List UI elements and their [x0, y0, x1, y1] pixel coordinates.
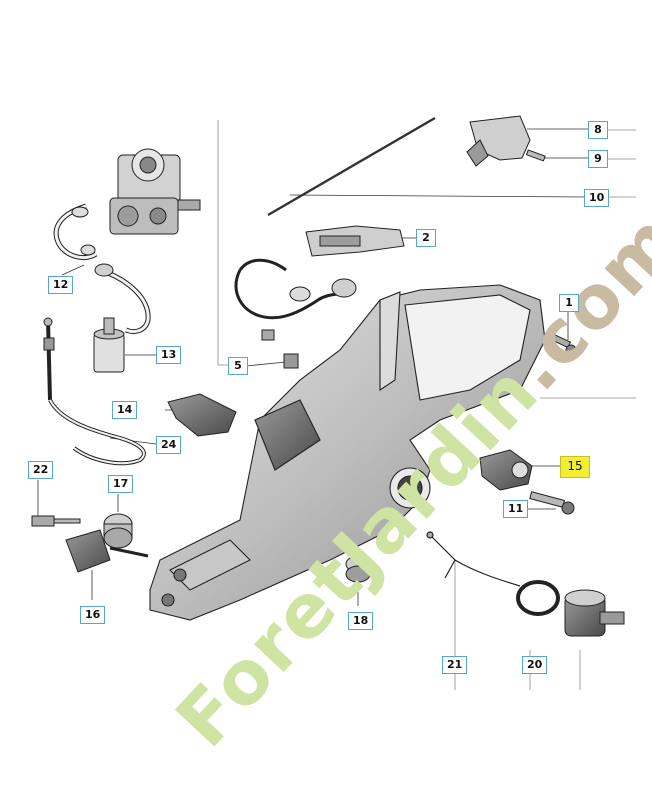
callout-22[interactable]: 22	[28, 461, 54, 479]
callout-16[interactable]: 16	[80, 606, 106, 624]
part-11	[529, 491, 575, 515]
part-16	[65, 529, 149, 573]
guide-lines	[217, 120, 636, 690]
callout-18[interactable]: 18	[348, 612, 374, 630]
callout-5[interactable]: 5	[228, 357, 248, 375]
callout-15-highlighted[interactable]: 15	[560, 456, 590, 478]
callout-21[interactable]: 21	[442, 656, 468, 674]
callout-9[interactable]: 9	[588, 150, 608, 168]
part-18	[345, 555, 371, 583]
callout-12[interactable]: 12	[48, 276, 74, 294]
part-14	[167, 393, 237, 437]
part-17	[103, 513, 133, 549]
callout-1[interactable]: 1	[559, 294, 579, 312]
part-12	[53, 203, 98, 260]
part-2	[305, 225, 405, 257]
leader-lines	[37, 128, 589, 606]
callout-24[interactable]: 24	[156, 436, 182, 454]
main-housing	[149, 284, 546, 621]
callout-20[interactable]: 20	[522, 656, 548, 674]
callout-17[interactable]: 17	[108, 475, 134, 493]
callout-2[interactable]: 2	[416, 229, 436, 247]
part-13	[93, 263, 151, 373]
part-10	[267, 116, 436, 217]
part-24	[43, 317, 146, 466]
callout-11[interactable]: 11	[503, 500, 529, 518]
carburetor	[109, 148, 201, 235]
part-15	[479, 449, 533, 491]
part-1	[550, 333, 577, 356]
callout-13[interactable]: 13	[156, 346, 182, 364]
callout-14[interactable]: 14	[112, 401, 138, 419]
part-20	[516, 580, 560, 616]
callout-8[interactable]: 8	[588, 121, 608, 139]
part-9	[525, 149, 546, 162]
wiring-harness	[234, 258, 357, 341]
part-22	[31, 515, 81, 527]
oil-pump	[564, 589, 625, 637]
part-5	[283, 353, 299, 369]
part-8	[466, 115, 531, 167]
part-21	[426, 531, 521, 587]
callout-10[interactable]: 10	[584, 189, 610, 207]
